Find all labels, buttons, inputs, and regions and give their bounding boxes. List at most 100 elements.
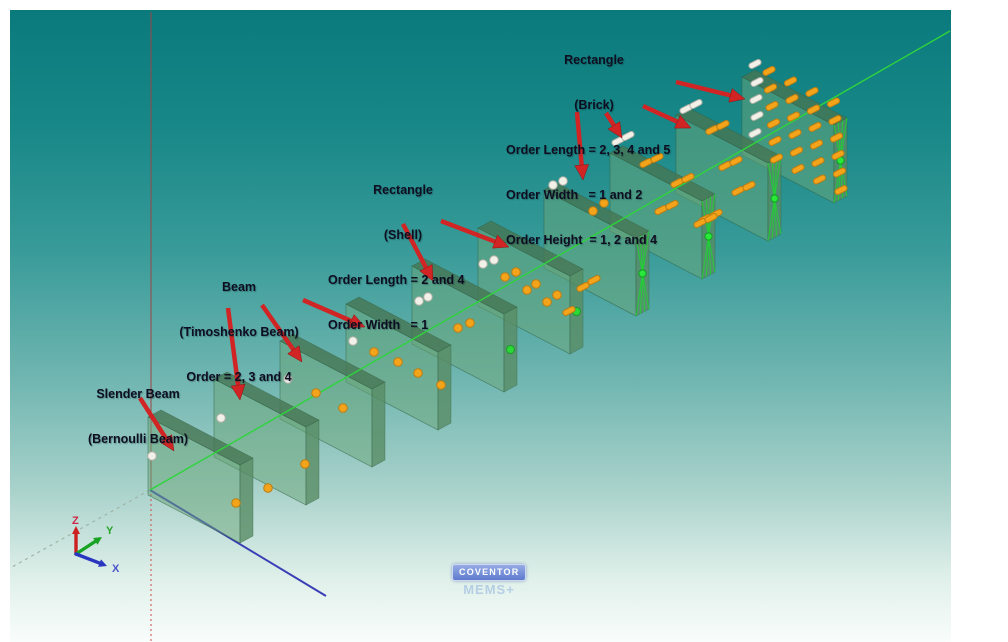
white-capsule-marker: [748, 128, 762, 138]
annotation-line: Order Length = 2, 3, 4 and 5: [506, 143, 671, 157]
orange-capsule-marker: [834, 185, 848, 195]
orange-capsule-marker: [729, 156, 743, 166]
red-arrow-head: [674, 114, 692, 129]
node-markers: [147, 59, 848, 508]
red-arrow-head: [230, 383, 246, 401]
triad-arrowhead-x: [98, 559, 107, 567]
fan-line: [833, 160, 841, 204]
orange-dot-marker: [542, 297, 552, 307]
orange-capsule-marker: [704, 213, 718, 223]
annotation-line: Order = 2, 3 and 4: [186, 370, 292, 384]
red-arrow-head: [574, 164, 590, 181]
white-capsule-marker: [621, 131, 635, 141]
annotation-line: Order Length = 2 and 4: [328, 273, 465, 287]
red-arrow-shaft: [642, 103, 682, 126]
orange-dot-marker: [531, 279, 541, 289]
white-dot-marker: [414, 296, 424, 306]
timoshenko-beam-plate-1-side-edge: [305, 419, 320, 506]
timoshenko-beam-plate-2-side-edge: [371, 381, 386, 468]
orange-dot-marker: [500, 272, 510, 282]
annotation-line: (Bernoulli Beam): [87, 432, 188, 446]
orange-capsule-marker: [811, 157, 825, 167]
fan-line: [642, 233, 646, 274]
coventor-logo: COVENTOR: [452, 564, 527, 581]
white-dot-marker: [348, 336, 358, 346]
annotation-line: (Timoshenko Beam): [179, 325, 299, 339]
fan-line: [635, 273, 643, 317]
red-arrow-shaft: [260, 303, 298, 355]
fan-line: [635, 237, 643, 274]
orange-dot-marker: [338, 403, 348, 413]
orange-dot-marker: [436, 380, 446, 390]
orange-capsule-marker: [681, 173, 695, 183]
orange-capsule-marker: [806, 104, 821, 115]
orange-capsule-marker: [762, 66, 776, 76]
fan-line: [771, 198, 775, 239]
red-arrow-head: [728, 88, 746, 103]
red-arrow-shaft: [302, 297, 356, 325]
fan-line: [767, 162, 775, 199]
red-arrow-head: [287, 345, 303, 363]
white-dot-marker: [147, 451, 157, 461]
bernoulli-beam-plate-side-edge: [239, 457, 254, 544]
red-arrow-head: [159, 434, 175, 452]
white-dot-marker: [548, 180, 558, 190]
annotation-line: (Shell): [383, 228, 423, 242]
orange-capsule-marker: [812, 174, 827, 185]
red-arrow-shaft: [675, 79, 735, 99]
orange-capsule-marker: [716, 120, 730, 130]
annotation-line: Order Height = 1, 2 and 4: [506, 233, 658, 247]
fan-line: [774, 155, 782, 199]
orange-capsule-marker: [785, 94, 799, 104]
orange-dot-marker: [511, 267, 521, 277]
triad-label-y: Y: [106, 525, 114, 537]
orange-capsule-marker: [788, 129, 802, 139]
orange-capsule-marker: [665, 200, 679, 210]
annotation-line: Rectangle: [373, 183, 433, 197]
orange-dot-marker: [588, 206, 598, 216]
orange-dot-marker: [599, 198, 609, 208]
annotation-line: Order Width = 1 and 2: [506, 188, 643, 202]
fan-line: [771, 160, 775, 199]
white-capsule-marker: [750, 111, 764, 121]
orange-capsule-marker: [763, 83, 778, 94]
orange-dot-marker: [300, 459, 310, 469]
orange-dot-marker: [369, 347, 379, 357]
fan-line: [774, 158, 778, 199]
orange-capsule-marker: [828, 115, 842, 125]
annotation-line: (Brick): [574, 98, 614, 112]
white-capsule-marker: [750, 77, 764, 87]
orange-capsule-marker: [791, 164, 805, 174]
white-capsule-marker: [689, 99, 703, 109]
annotation-rectangle-shell: Rectangle (Shell) Order Length = 2 and 4…: [328, 153, 478, 363]
orange-dot-marker: [552, 290, 562, 300]
annotation-line: Slender Beam: [96, 387, 180, 401]
red-arrow-shaft: [574, 111, 585, 170]
fan-line: [774, 198, 782, 235]
red-arrow-shaft: [225, 307, 241, 390]
fan-line: [642, 273, 650, 310]
orange-capsule-marker: [789, 146, 804, 157]
orange-capsule-marker: [809, 139, 824, 150]
annotation-line: Order Width = 1: [328, 318, 429, 332]
fan-line: [642, 273, 646, 312]
red-arrow-head: [607, 121, 623, 139]
triad-label-z: Z: [72, 515, 79, 527]
orange-capsule-marker: [786, 111, 801, 122]
fan-line: [701, 236, 709, 280]
orange-dot-marker: [393, 357, 403, 367]
red-arrow-shaft: [401, 222, 430, 273]
fan-center-dot: [770, 194, 779, 203]
triad-axis-x: [74, 552, 105, 566]
orange-capsule-marker: [766, 118, 781, 129]
coventor-watermark: COVENTOR MEMS+: [452, 562, 527, 597]
white-dot-marker: [283, 374, 293, 384]
orange-capsule-marker: [587, 275, 601, 285]
orange-capsule-marker: [808, 122, 822, 132]
orange-capsule-marker: [562, 306, 576, 316]
orange-dot-marker: [453, 323, 463, 333]
orientation-triad: ZYX: [72, 515, 120, 575]
white-dot-marker: [489, 255, 499, 265]
